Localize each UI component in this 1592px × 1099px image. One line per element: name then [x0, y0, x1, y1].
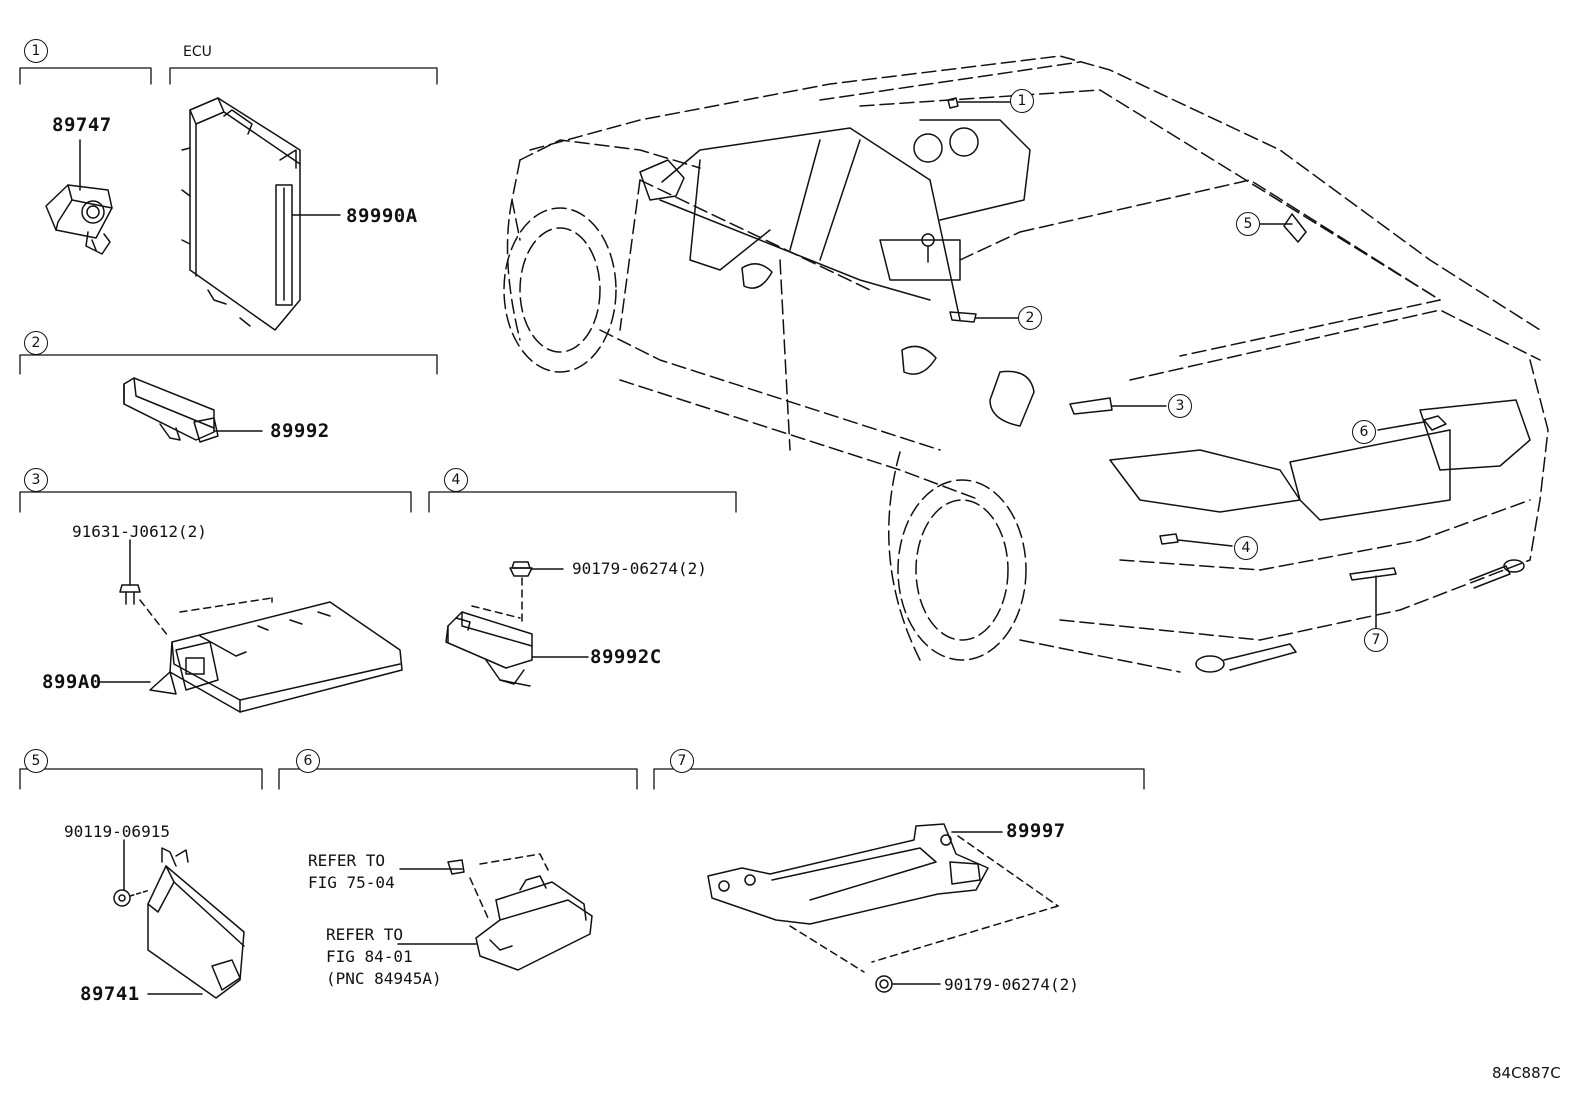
section-1-number: 1 — [24, 39, 48, 63]
car-callout-6[interactable]: 6 — [1352, 420, 1376, 444]
part-number-90179-06274-a[interactable]: 90179-06274(2) — [572, 559, 707, 578]
section-3-number: 3 — [24, 468, 48, 492]
section-4-number: 4 — [444, 468, 468, 492]
section-5-number: 5 — [24, 749, 48, 773]
part-89992-drawing — [123, 377, 263, 443]
car-callout-5[interactable]: 5 — [1236, 212, 1260, 236]
part-number-899A0[interactable]: 899A0 — [42, 671, 102, 693]
part-899A0-drawing — [99, 539, 403, 713]
part-number-91631-J0612[interactable]: 91631-J0612(2) — [72, 522, 207, 541]
part-number-90179-06274-b[interactable]: 90179-06274(2) — [944, 975, 1079, 994]
part-number-89997[interactable]: 89997 — [1006, 820, 1066, 842]
part-number-89992[interactable]: 89992 — [270, 420, 330, 442]
refer-to-pnc: (PNC 84945A) — [326, 969, 442, 988]
part-6-drawing — [397, 853, 593, 971]
refer-to-fig-75-04[interactable]: FIG 75-04 — [308, 873, 395, 892]
part-89992C-drawing — [445, 561, 589, 687]
part-number-89747[interactable]: 89747 — [52, 114, 112, 136]
car-callout-3[interactable]: 3 — [1168, 394, 1192, 418]
section-7-number: 7 — [670, 749, 694, 773]
car-callout-7[interactable]: 7 — [1364, 628, 1388, 652]
part-89747-drawing — [45, 139, 113, 255]
refer-to-fig-84-01[interactable]: FIG 84-01 — [326, 947, 413, 966]
section-6-number: 6 — [296, 749, 320, 773]
diagram-code: 84C887C — [1492, 1064, 1561, 1082]
car-callout-4[interactable]: 4 — [1234, 536, 1258, 560]
part-89741-drawing — [113, 839, 245, 999]
part-number-89992C[interactable]: 89992C — [590, 646, 662, 668]
part-number-90119-06915[interactable]: 90119-06915 — [64, 822, 170, 841]
section-ecu-header: ECU — [183, 44, 212, 60]
car-callout-1[interactable]: 1 — [1010, 89, 1034, 113]
part-number-89990A[interactable]: 89990A — [346, 205, 418, 227]
section-2-number: 2 — [24, 331, 48, 355]
car-drawing — [503, 55, 1549, 673]
refer-to-line-2: REFER TO — [326, 925, 404, 944]
section-brackets — [19, 67, 1145, 790]
refer-to-line-1: REFER TO — [308, 851, 386, 870]
part-89990A-drawing — [181, 97, 341, 331]
part-number-89741[interactable]: 89741 — [80, 983, 140, 1005]
part-89997-drawing — [707, 823, 1059, 993]
car-callout-2[interactable]: 2 — [1018, 306, 1042, 330]
